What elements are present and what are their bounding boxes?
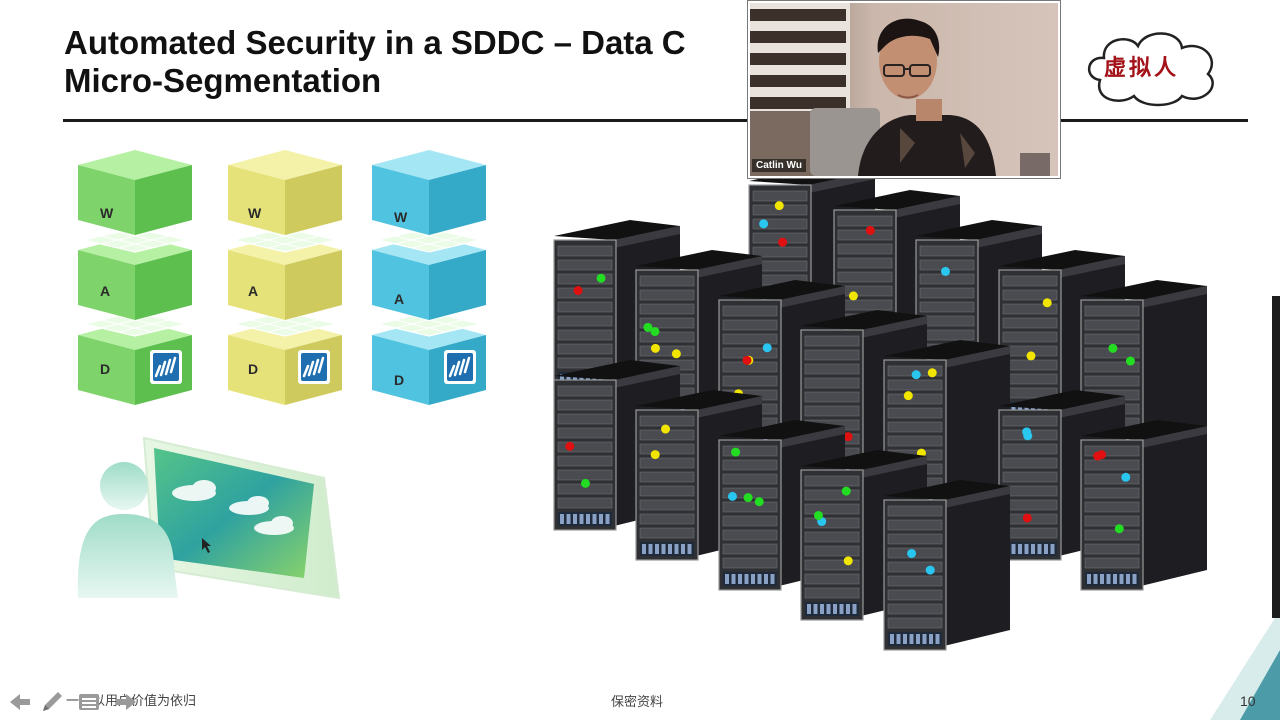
slide-title-line2: Micro-Segmentation [64,62,382,99]
webcam-video-feed[interactable]: Catlin Wu [748,1,1060,178]
slide-title-line1: Automated Security in a SDDC – Data C [64,24,686,61]
stack-green-label-a: A [100,283,110,299]
menu-icon[interactable] [76,690,102,714]
wad-stacks-illustration: W A D W A D W A D [78,150,486,405]
stack-yellow-label-a: A [248,283,258,299]
adjacent-window-edge [1272,296,1280,618]
stack-yellow-label-w: W [248,205,262,221]
server-rack [1080,420,1207,591]
presenter-video [750,18,1050,176]
stack-green [78,150,192,405]
prev-arrow-icon[interactable] [8,690,32,714]
stack-blue [372,150,486,405]
admin-monitor-illustration [77,436,341,600]
next-arrow-icon[interactable] [114,690,138,714]
stack-green-label-d: D [100,361,110,377]
stack-yellow-label-d: D [248,361,258,377]
slide-title: Automated Security in a SDDC – Data C Mi… [64,24,764,100]
company-logo-text: 虚拟人 [1104,55,1180,81]
server-rack [883,480,1010,651]
stack-yellow [228,150,342,405]
stack-blue-label-w: W [394,209,408,225]
corner-decoration [1210,610,1280,720]
slide-page-number: 10 [1240,693,1256,709]
stack-blue-label-d: D [394,372,404,388]
server-racks-illustration [553,170,1207,651]
company-logo-cloud [1088,32,1214,107]
title-underline [63,119,1248,122]
stack-green-label-w: W [100,205,114,221]
pen-icon[interactable] [40,690,66,714]
footer-confidential: 保密资料 [611,695,664,710]
stack-blue-label-a: A [394,291,404,307]
participant-name-label: Catlin Wu [752,159,806,172]
